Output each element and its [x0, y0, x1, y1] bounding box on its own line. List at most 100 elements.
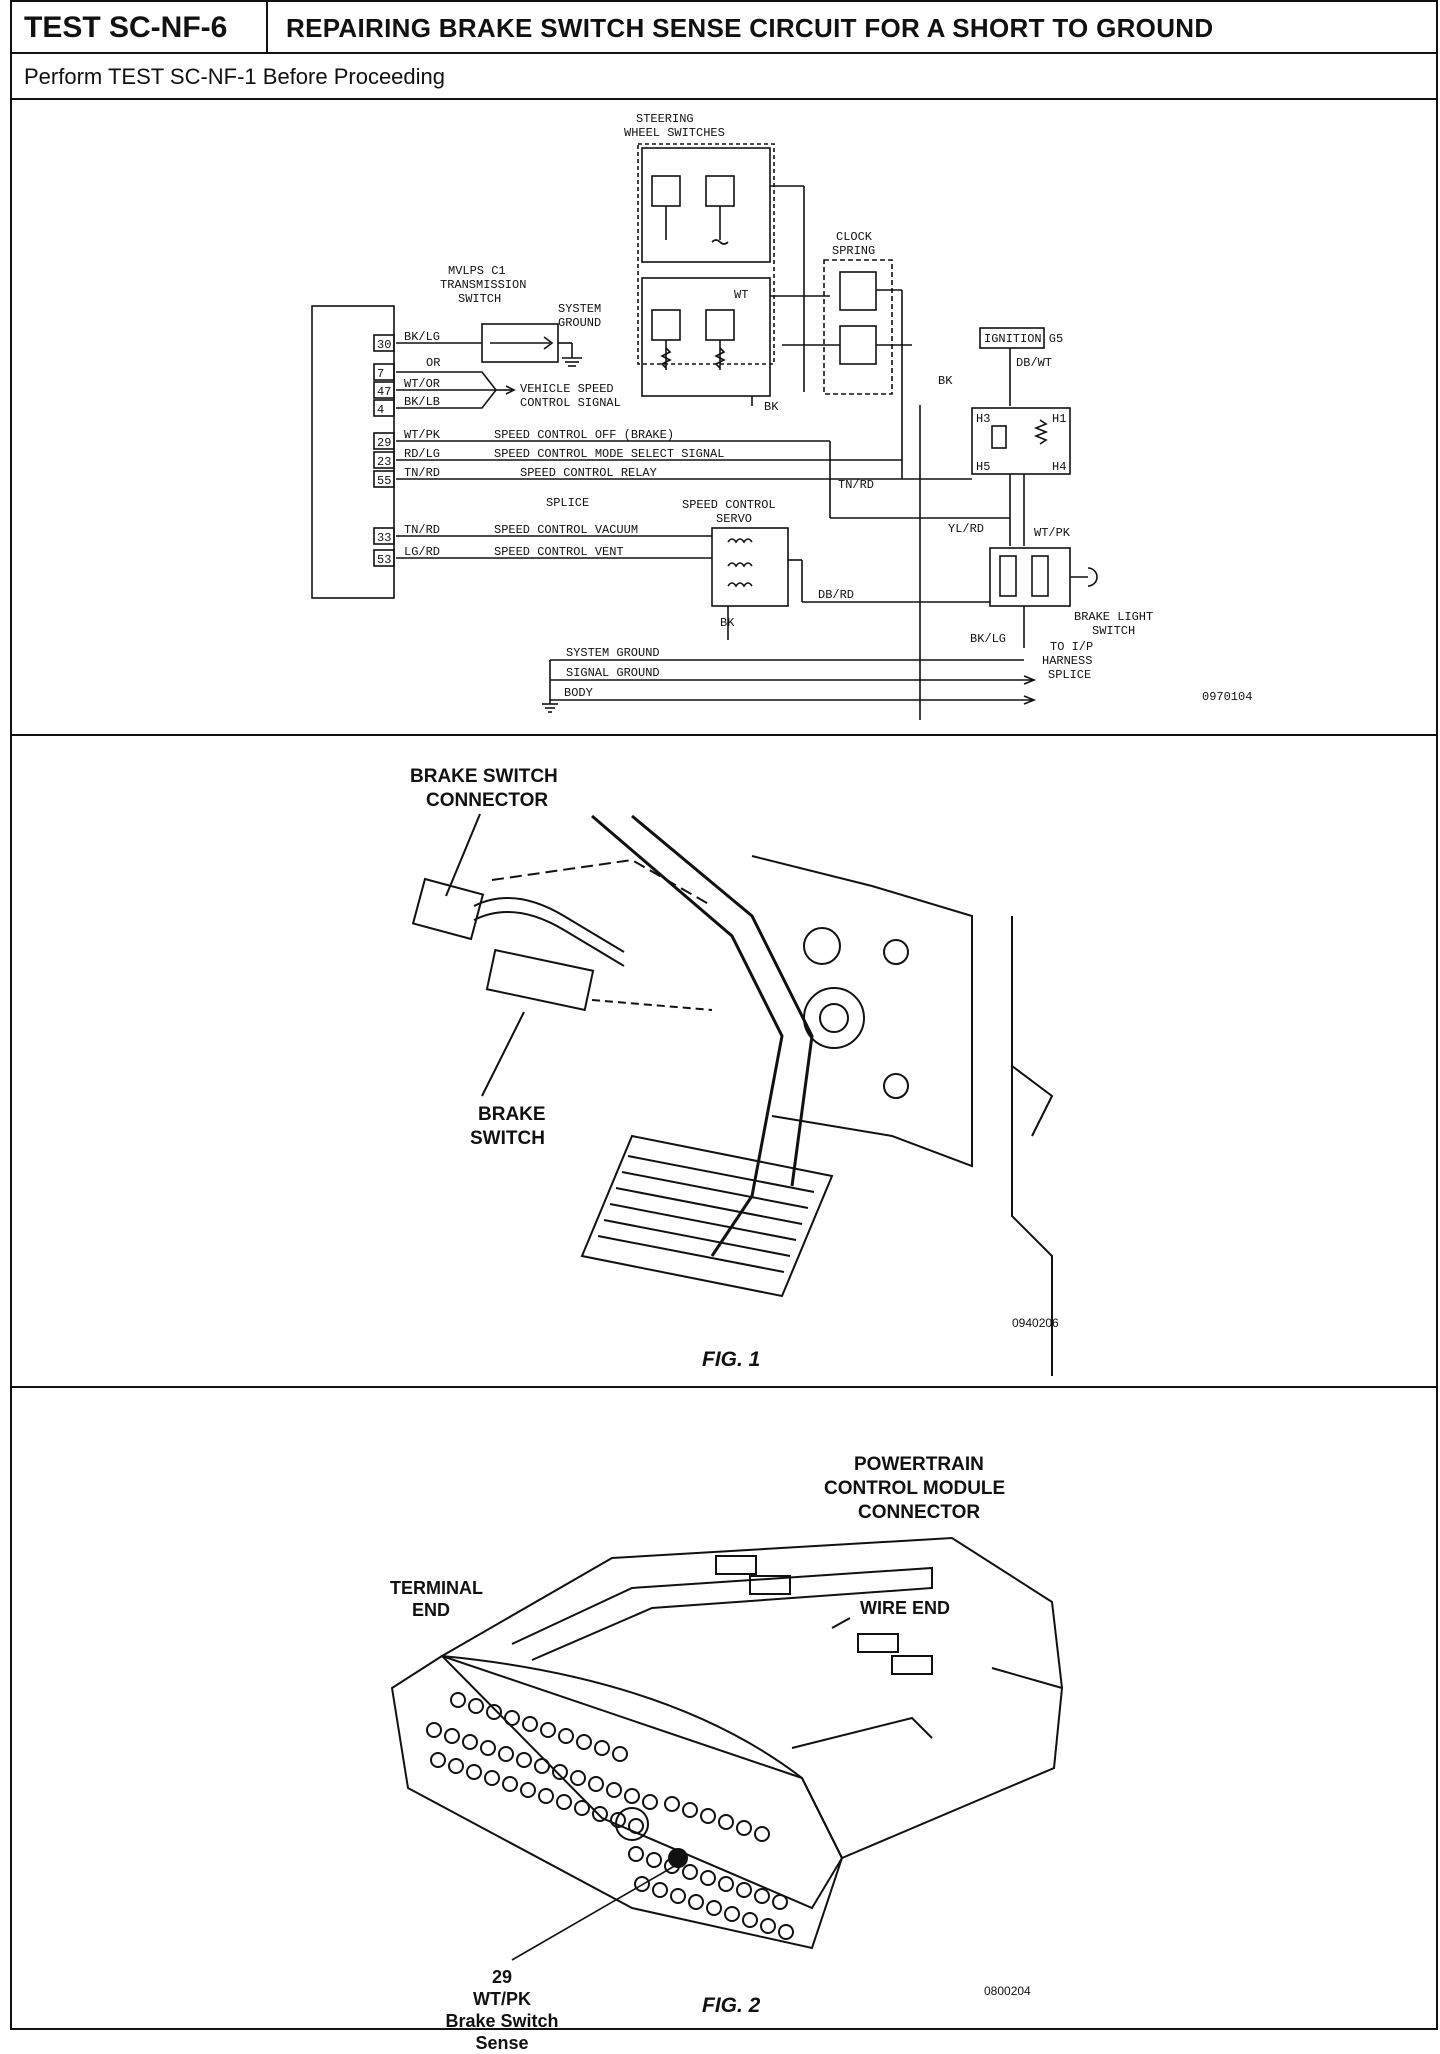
connector-pin — [682, 1802, 698, 1818]
connector-pin — [628, 1818, 644, 1834]
connector-pin — [516, 1752, 532, 1768]
vss-label-2: CONTROL SIGNAL — [520, 396, 621, 410]
tnrd-right-label: TN/RD — [838, 478, 874, 492]
relay-h5: H5 — [976, 460, 990, 474]
pin-number: 30 — [377, 338, 391, 352]
connector-pin — [556, 1794, 572, 1810]
pivot-bolt — [803, 987, 865, 1049]
connector-pin — [522, 1716, 538, 1732]
upper-switch-group — [641, 147, 771, 263]
connector-pin — [610, 1812, 626, 1828]
pin29-name-1: Brake Switch — [445, 2011, 559, 2031]
pin-circuit-description: SPEED CONTROL OFF (BRAKE) — [494, 428, 674, 442]
center-keyway — [615, 1807, 649, 1841]
connector-pin — [664, 1796, 680, 1812]
connector-pin — [612, 1746, 628, 1762]
pin-circuit-description: SPEED CONTROL MODE SELECT SIGNAL — [494, 447, 724, 461]
pcm-connector-body — [440, 1536, 1064, 1910]
clock-spring — [823, 259, 893, 395]
page-frame: TEST SC-NF-6 REPAIRING BRAKE SWITCH SENS… — [10, 0, 1438, 2053]
fig1-panel: BRAKE SWITCH CONNECTOR BRAKE SWITCH — [12, 736, 1436, 1388]
system-label: SYSTEM — [558, 302, 601, 316]
connector-pin — [576, 1734, 592, 1750]
pin-circuit-description: SPEED CONTROL VACUUM — [494, 523, 638, 537]
pin-number: 53 — [377, 553, 391, 567]
or-label: OR — [426, 356, 440, 370]
test-title: REPAIRING BRAKE SWITCH SENSE CIRCUIT FOR… — [286, 13, 1214, 43]
pin-number: 7 — [377, 367, 384, 381]
connector-pin — [504, 1710, 520, 1726]
pin-wire-color: LG/RD — [404, 545, 440, 559]
connector-pin — [480, 1740, 496, 1756]
connector-pin — [652, 1882, 668, 1898]
vss-label-1: VEHICLE SPEED — [520, 382, 614, 396]
pin-box-47 — [373, 381, 395, 399]
connector-label-1: BRAKE SWITCH — [410, 766, 558, 787]
pedal-grooves — [597, 1155, 815, 1273]
bk-servo-label: BK — [720, 616, 735, 630]
bk-right-label: BK — [938, 374, 953, 388]
pin-box-30 — [373, 334, 395, 352]
connector-pin — [624, 1788, 640, 1804]
connector-pin — [466, 1764, 482, 1780]
schematic-code: 0970104 — [1202, 690, 1252, 704]
pcm-label-1: POWERTRAIN — [854, 1454, 984, 1475]
lower-switch-group — [641, 277, 771, 397]
pin-box-23 — [373, 451, 395, 469]
pin-box-4 — [373, 399, 395, 417]
test-id: TEST SC-NF-6 — [12, 2, 268, 54]
connector-pin — [736, 1882, 752, 1898]
connector-pin — [462, 1734, 478, 1750]
connector-pin — [754, 1826, 770, 1842]
pin-circuit-description: SPEED CONTROL VENT — [494, 545, 624, 559]
fig1-code: 0940206 — [1012, 1316, 1059, 1330]
fig2-panel: POWERTRAIN CONTROL MODULE CONNECTOR TERM… — [12, 1388, 1436, 2053]
connector-pin — [628, 1846, 644, 1862]
pin-wire-color: RD/LG — [404, 447, 440, 461]
pin-circuit-description: SPEED CONTROL RELAY — [520, 466, 657, 480]
bk-switch-label: BK — [764, 400, 779, 414]
connector-pin — [778, 1924, 794, 1940]
steering-switch-housing — [637, 143, 775, 365]
connector-pin — [754, 1888, 770, 1904]
bracket-hole — [803, 927, 841, 965]
prerequisite-instruction: Perform TEST SC-NF-1 Before Proceeding — [12, 54, 1436, 100]
pin-number: 47 — [377, 385, 391, 399]
connector-pin — [742, 1912, 758, 1928]
pin29-name: Brake Switch Sense — [422, 2010, 582, 2054]
pin-wire-color: TN/RD — [404, 466, 440, 480]
connector-pin — [540, 1722, 556, 1738]
fig2-code: 0800204 — [984, 1984, 1031, 1998]
pcm-label-3: CONNECTOR — [858, 1502, 980, 1523]
wire-end-label: WIRE END — [860, 1598, 950, 1618]
pin-number: 4 — [377, 403, 384, 417]
fig1-caption: FIG. 1 — [702, 1348, 761, 1371]
brake-switch-illustration: BRAKE SWITCH CONNECTOR BRAKE SWITCH — [410, 766, 1054, 1376]
relay-h1: H1 — [1052, 412, 1066, 426]
pin-box-7 — [373, 363, 395, 381]
connector-pin — [706, 1900, 722, 1916]
connector-pin — [486, 1704, 502, 1720]
pin-box-53 — [373, 549, 395, 567]
relay-h4: H4 — [1052, 460, 1066, 474]
terminal-face — [390, 1654, 844, 1950]
connector-pin — [538, 1788, 554, 1804]
connector-label-2: CONNECTOR — [426, 790, 548, 811]
toip-label-1: TO I/P — [1050, 640, 1093, 654]
pin-wire-color: WT/OR — [404, 377, 440, 391]
connector-pin — [688, 1894, 704, 1910]
latch-4 — [891, 1655, 933, 1675]
connector-pin — [718, 1814, 734, 1830]
pcm-connector-illustration: POWERTRAIN CONTROL MODULE CONNECTOR TERM… — [390, 1454, 1064, 1961]
connector-pin — [700, 1808, 716, 1824]
pin-wire-color: BK/LG — [404, 330, 440, 344]
connector-pin — [534, 1758, 550, 1774]
switch-label-2: SWITCH — [470, 1128, 545, 1149]
pin29-number: 29 — [491, 1967, 513, 1987]
connector-pin — [634, 1876, 650, 1892]
connector-pin — [430, 1752, 446, 1768]
title-row: TEST SC-NF-6 REPAIRING BRAKE SWITCH SENS… — [12, 2, 1436, 54]
connector-pin — [760, 1918, 776, 1934]
connector-pin — [594, 1740, 610, 1756]
ylrd-label: YL/RD — [948, 522, 984, 536]
